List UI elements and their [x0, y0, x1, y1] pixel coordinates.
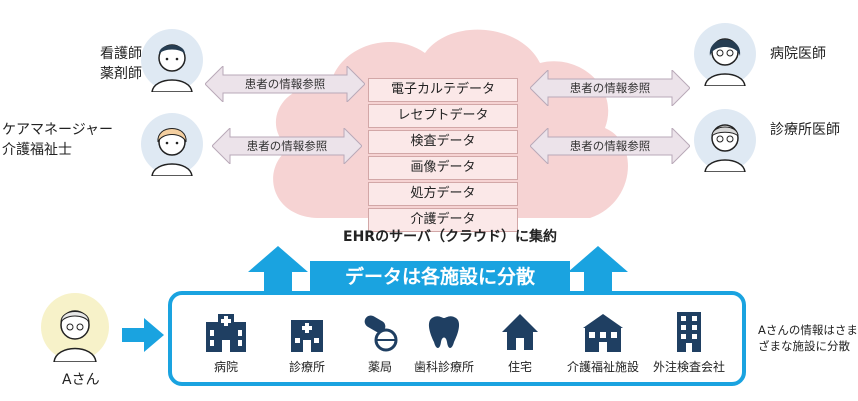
care-label: ケアマネージャー 介護福祉士 [2, 120, 142, 160]
data-item-prescription: 処方データ [368, 182, 518, 206]
arrow-top-right: 患者の情報参照 [529, 68, 691, 108]
data-item-emr: 電子カルテデータ [368, 78, 518, 102]
clinic-doctor-avatar-icon [694, 109, 756, 172]
facility-care-home: 介護福祉施設 [562, 312, 644, 375]
ehr-title: EHRのサーバ（クラウド）に集約 [343, 229, 557, 245]
facility-box [168, 291, 746, 386]
hospital-doctor-avatar-icon [694, 23, 756, 86]
arrow-label: 患者の情報参照 [569, 81, 651, 95]
hospital-icon [206, 314, 246, 352]
distribution-note: Aさんの情報はさまざまな施設に分散 [758, 323, 858, 353]
facility-lab-company: 外注検査会社 [648, 312, 730, 375]
data-item-lab: 検査データ [368, 130, 518, 154]
patient-avatar-icon [41, 293, 109, 362]
facility-label: 歯科診療所 [413, 360, 474, 374]
up-arrow-right-icon [568, 246, 628, 296]
arrow-bottom-right: 患者の情報参照 [529, 126, 691, 166]
care-facility-icon [583, 314, 623, 352]
facility-label: 薬局 [367, 360, 392, 374]
data-item-image: 画像データ [368, 156, 518, 180]
care-label-line2: 介護福祉士 [2, 142, 72, 158]
clinic-icon [291, 320, 323, 352]
tooth-icon [428, 316, 460, 348]
house-icon [502, 314, 538, 350]
facility-label: 外注検査会社 [652, 360, 725, 374]
arrow-bottom-left: 患者の情報参照 [211, 126, 363, 166]
facility-label: 診療所 [288, 360, 325, 374]
nurse-avatar-icon [141, 29, 203, 92]
facility-hospital: 病院 [185, 312, 267, 375]
arrow-label: 患者の情報参照 [246, 139, 328, 153]
banner: データは各施設に分散 [310, 261, 570, 293]
facility-home: 住宅 [479, 312, 561, 375]
right-arrow-icon [122, 318, 164, 352]
nurse-label-line1: 看護師 [100, 46, 142, 62]
facility-dental: 歯科診療所 [403, 312, 485, 375]
data-item-care: 介護データ [368, 208, 518, 232]
care-label-line1: ケアマネージャー [2, 122, 114, 138]
patient-label: Aさん [62, 372, 100, 388]
facility-pharmacy: 薬局 [339, 312, 421, 375]
office-building-icon [677, 312, 701, 352]
nurse-label: 看護師 薬剤師 [80, 44, 142, 84]
facility-label: 介護福祉施設 [566, 360, 639, 374]
clinic-doctor-label: 診療所医師 [770, 122, 840, 138]
pill-icon [364, 315, 398, 352]
hospital-doctor-label: 病院医師 [770, 46, 826, 62]
arrow-top-left: 患者の情報参照 [204, 64, 366, 104]
ehr-data-stack: 電子カルテデータ レセプトデータ 検査データ 画像データ 処方データ 介護データ [368, 78, 518, 234]
care-manager-avatar-icon [141, 113, 203, 176]
arrow-label: 患者の情報参照 [569, 139, 651, 153]
data-item-receipt: レセプトデータ [368, 104, 518, 128]
nurse-label-line2: 薬剤師 [100, 66, 142, 82]
facility-label: 病院 [213, 360, 238, 374]
arrow-label: 患者の情報参照 [244, 77, 326, 91]
facility-label: 住宅 [507, 360, 532, 374]
facility-clinic: 診療所 [266, 312, 348, 375]
up-arrow-left-icon [248, 246, 308, 296]
